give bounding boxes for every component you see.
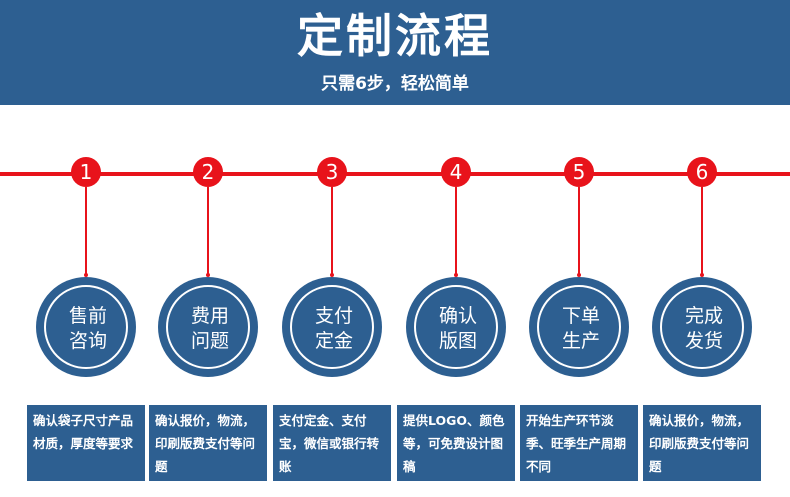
step-circle: 费用 问题 — [158, 277, 258, 377]
step-title-line-2: 定金 — [314, 330, 353, 352]
step-title-line-1: 完成 — [684, 305, 723, 327]
step-1: 1 售前 咨询 确认袋子尺寸产品材质，厚度等要求 — [24, 0, 148, 497]
step-title: 下单 生产 — [539, 304, 623, 354]
step-title-line-1: 确认 — [438, 305, 477, 327]
step-circle-ring: 完成 发货 — [660, 285, 744, 369]
connector-dot — [577, 273, 581, 277]
step-description: 提供LOGO、颜色等，可免费设计图稿 — [397, 405, 515, 481]
step-title-line-2: 问题 — [190, 330, 229, 352]
step-title: 费用 问题 — [168, 304, 252, 354]
step-circle: 下单 生产 — [529, 277, 629, 377]
step-number-badge: 5 — [564, 157, 594, 187]
step-number-badge: 2 — [193, 157, 223, 187]
connector-line — [207, 187, 209, 275]
step-title-line-1: 支付 — [314, 305, 353, 327]
page-subtitle: 只需6步，轻松简单 — [321, 74, 469, 94]
step-description: 支付定金、支付宝，微信或银行转账 — [273, 405, 391, 481]
step-6: 6 完成 发货 确认报价，物流，印刷版费支付等问题 — [640, 0, 764, 497]
step-circle-ring: 下单 生产 — [537, 285, 621, 369]
step-circle-ring: 售前 咨询 — [44, 285, 128, 369]
step-3: 3 支付 定金 支付定金、支付宝，微信或银行转账 — [270, 0, 394, 497]
timeline-line — [0, 172, 790, 176]
step-title-line-2: 发货 — [684, 330, 723, 352]
step-description: 确认报价，物流，印刷版费支付等问题 — [149, 405, 267, 481]
step-description: 确认袋子尺寸产品材质，厚度等要求 — [27, 405, 145, 481]
connector-line — [701, 187, 703, 275]
step-2: 2 费用 问题 确认报价，物流，印刷版费支付等问题 — [146, 0, 270, 497]
step-number-badge: 1 — [71, 157, 101, 187]
connector-dot — [206, 273, 210, 277]
page-title: 定制流程 — [297, 9, 493, 63]
step-number-badge: 6 — [687, 157, 717, 187]
step-title: 售前 咨询 — [46, 304, 130, 354]
connector-line — [455, 187, 457, 275]
connector-line — [578, 187, 580, 275]
step-title-line-1: 下单 — [561, 305, 600, 327]
step-circle-ring: 确认 版图 — [414, 285, 498, 369]
connector-line — [331, 187, 333, 275]
step-title-line-2: 版图 — [438, 330, 477, 352]
step-circle: 完成 发货 — [652, 277, 752, 377]
connector-dot — [454, 273, 458, 277]
step-5: 5 下单 生产 开始生产环节淡季、旺季生产周期不同 — [517, 0, 641, 497]
step-circle: 售前 咨询 — [36, 277, 136, 377]
step-number-badge: 4 — [441, 157, 471, 187]
step-title: 支付 定金 — [292, 304, 376, 354]
step-circle: 支付 定金 — [282, 277, 382, 377]
step-title-line-2: 生产 — [561, 330, 600, 352]
connector-dot — [700, 273, 704, 277]
step-number-badge: 3 — [317, 157, 347, 187]
step-title-line-2: 咨询 — [68, 330, 107, 352]
step-circle-ring: 费用 问题 — [166, 285, 250, 369]
step-title: 确认 版图 — [416, 304, 500, 354]
connector-line — [85, 187, 87, 275]
step-circle-ring: 支付 定金 — [290, 285, 374, 369]
step-description: 确认报价，物流，印刷版费支付等问题 — [643, 405, 761, 481]
step-title-line-1: 费用 — [190, 305, 229, 327]
header-banner: 定制流程 只需6步，轻松简单 — [0, 0, 790, 105]
step-title-line-1: 售前 — [68, 305, 107, 327]
step-title: 完成 发货 — [662, 304, 746, 354]
step-circle: 确认 版图 — [406, 277, 506, 377]
step-description: 开始生产环节淡季、旺季生产周期不同 — [520, 405, 638, 481]
connector-dot — [330, 273, 334, 277]
connector-dot — [84, 273, 88, 277]
step-4: 4 确认 版图 提供LOGO、颜色等，可免费设计图稿 — [394, 0, 518, 497]
